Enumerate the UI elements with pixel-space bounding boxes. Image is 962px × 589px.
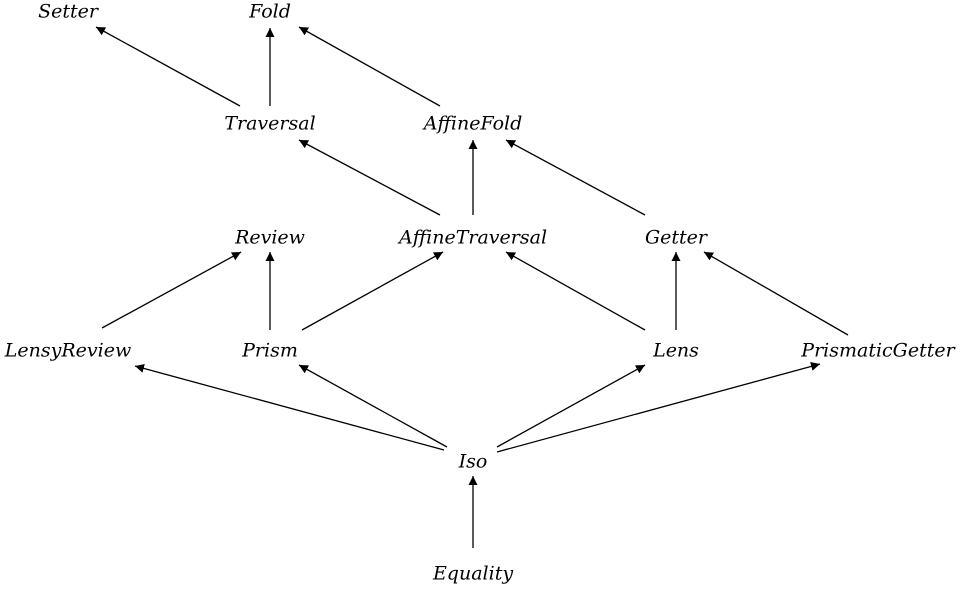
node-prismatic-getter: PrismaticGetter: [801, 339, 955, 362]
node-affine-traversal: AffineTraversal: [398, 226, 548, 249]
edge-prismaticgetter-to-getter: [703, 251, 849, 336]
node-fold: Fold: [249, 0, 291, 23]
node-prism: Prism: [242, 339, 298, 362]
edge-lensyreview-to-review: [101, 251, 242, 329]
node-affine-fold: AffineFold: [423, 112, 523, 135]
node-iso: Iso: [458, 450, 488, 473]
node-equality: Equality: [432, 562, 514, 585]
edge-lens-to-affinetraversal: [505, 251, 646, 331]
node-lensy-review: LensyReview: [4, 339, 132, 362]
edge-iso-to-prismaticgetter: [496, 362, 821, 453]
edge-iso-to-prism: [298, 364, 448, 448]
edge-iso-to-lensyreview: [134, 364, 445, 451]
edge-iso-to-lens: [496, 364, 646, 448]
edge-prism-to-affinetraversal: [301, 251, 444, 331]
edge-affinefold-to-fold: [298, 26, 441, 107]
edge-affinetraversal-to-traversal: [298, 139, 441, 216]
edge-traversal-to-setter: [95, 26, 241, 107]
node-getter: Getter: [644, 226, 708, 249]
node-traversal: Traversal: [224, 112, 316, 135]
node-review: Review: [235, 226, 305, 249]
node-setter: Setter: [38, 0, 98, 23]
node-lens: Lens: [653, 339, 699, 362]
edge-getter-to-affinefold: [505, 139, 646, 216]
